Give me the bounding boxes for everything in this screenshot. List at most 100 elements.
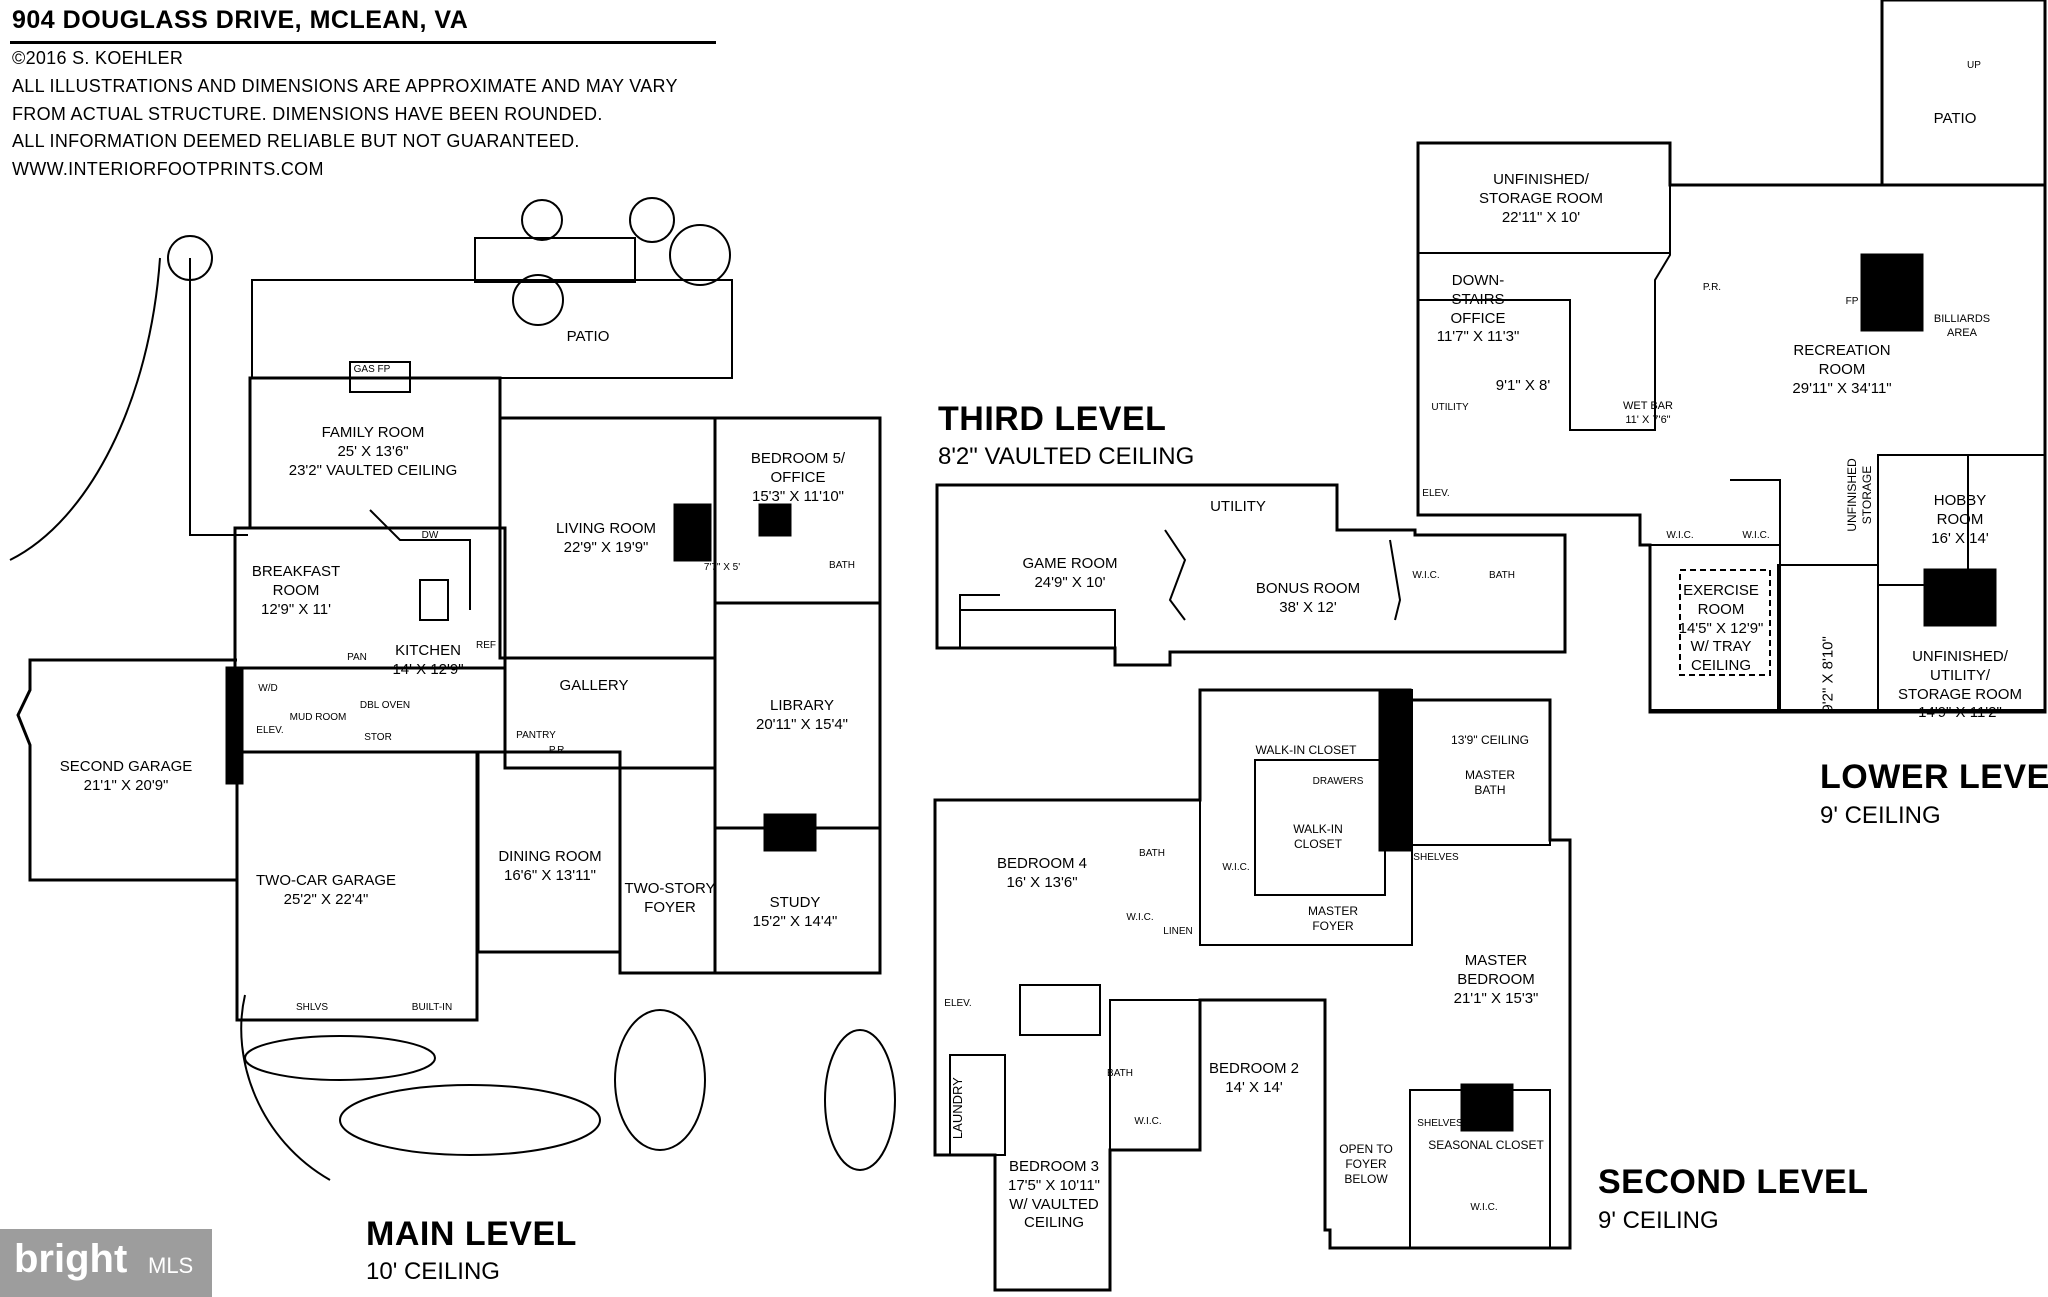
- website-text: WWW.INTERIORFOOTPRINTS.COM: [12, 159, 324, 179]
- pr-lower-label: P.R.: [1702, 282, 1722, 293]
- gallery-wall: [503, 656, 717, 770]
- second-level-title: SECOND LEVEL: [1598, 1163, 1869, 1201]
- walk-in-closet-top-label: WALK-IN CLOSET: [1255, 743, 1357, 757]
- wic-b4-label: W.I.C.: [1126, 912, 1154, 923]
- shelves-master-label: SHELVES: [1413, 852, 1459, 863]
- disclaimer-line-3: ALL INFORMATION DEEMED RELIABLE BUT NOT …: [12, 131, 580, 151]
- elev-label-main: ELEV.: [256, 725, 284, 736]
- main-level-ceiling: 10' CEILING: [366, 1258, 500, 1285]
- patio-brick: [251, 279, 733, 379]
- foyer-wall: [618, 766, 717, 975]
- wic-mid-label: W.I.C.: [1222, 862, 1250, 873]
- copyright-text: ©2016 S. KOEHLER: [12, 48, 184, 68]
- second-garage-wall: [16, 658, 237, 882]
- lower-patio: [1880, 0, 2047, 187]
- linen-label: LINEN: [1163, 926, 1193, 937]
- dbl-oven-label: DBL OVEN: [359, 700, 411, 711]
- patio-main-label: PATIO: [566, 328, 610, 345]
- logo-suffix: MLS: [148, 1253, 194, 1278]
- bath-b4-label: BATH: [1139, 848, 1165, 859]
- fp-lower-1-label: FP: [1845, 296, 1859, 307]
- two-car-garage-wall: [235, 750, 479, 1022]
- laundry-label: LAUNDRY: [949, 1077, 965, 1140]
- elev-lower-label: ELEV.: [1422, 488, 1450, 499]
- dim-7-7-label: 7'7" X 5': [703, 562, 741, 573]
- lower-level-title: LOWER LEVEL: [1820, 758, 2048, 796]
- pr-label-main: P.R.: [548, 745, 568, 756]
- wic-b2-label: W.I.C.: [1134, 1116, 1162, 1127]
- disclaimer-line-2: FROM ACTUAL STRUCTURE. DIMENSIONS HAVE B…: [12, 104, 603, 124]
- wic-seasonal-label: W.I.C.: [1470, 1202, 1498, 1213]
- shlvs-garage-label: SHLVS: [295, 1002, 329, 1013]
- wic-lower-2-label: W.I.C.: [1742, 530, 1770, 541]
- mud-room-label: MUD ROOM: [289, 712, 347, 723]
- stor-label: STOR: [364, 732, 392, 743]
- dim-9-1-label: 9'1" X 8': [1495, 377, 1551, 394]
- patio-lower-label: PATIO: [1933, 110, 1977, 127]
- bath-third-label: BATH: [1489, 570, 1515, 581]
- bath-b2-label: BATH: [1107, 1068, 1133, 1079]
- bright-mls-logo: bright MLS: [0, 1229, 212, 1297]
- address-title: 904 DOUGLASS DRIVE, MCLEAN, VA: [12, 6, 469, 34]
- pan-label: PAN: [347, 652, 367, 663]
- utility-lower-label: UTILITY: [1431, 402, 1469, 413]
- utility-third-label: UTILITY: [1210, 498, 1266, 515]
- seasonal-closet-label: SEASONAL CLOSET: [1428, 1138, 1544, 1152]
- fp-label-living: FP: [679, 532, 693, 543]
- title-underline: [10, 41, 716, 44]
- bedroom5-wall: [713, 416, 882, 605]
- wic-lower-1-label: W.I.C.: [1666, 530, 1694, 541]
- logo-word: bright: [14, 1237, 128, 1281]
- shelves-seasonal-label: SHELVES: [1417, 1118, 1463, 1129]
- bath-label-b5: BATH: [829, 560, 855, 571]
- kitchen-wall: [233, 526, 507, 670]
- gallery-label: GALLERY: [559, 677, 629, 694]
- elev-second-label: ELEV.: [944, 998, 972, 1009]
- ref-label: REF: [476, 640, 496, 651]
- pantry-label: PANTRY: [516, 730, 556, 741]
- wd-label: W/D: [258, 683, 278, 694]
- main-level-title: MAIN LEVEL: [366, 1215, 577, 1253]
- third-level-title: THIRD LEVEL: [938, 400, 1167, 438]
- built-in-garage-label: BUILT-IN: [411, 1002, 453, 1013]
- dw-label: DW: [421, 530, 439, 541]
- wic-third-label: W.I.C.: [1412, 570, 1440, 581]
- dim-9-2-label: 9'2" X 8'10": [1819, 636, 1837, 713]
- second-level-ceiling: 9' CEILING: [1598, 1207, 1719, 1234]
- gas-fp-label: GAS FP: [353, 364, 391, 375]
- drawers-label: DRAWERS: [1312, 776, 1364, 787]
- third-level-ceiling: 8'2" VAULTED CEILING: [938, 443, 1195, 470]
- lower-level-ceiling: 9' CEILING: [1820, 802, 1941, 829]
- up-patio-label: UP: [1967, 60, 1981, 71]
- fp-lower-2-label: FP: [1869, 296, 1883, 307]
